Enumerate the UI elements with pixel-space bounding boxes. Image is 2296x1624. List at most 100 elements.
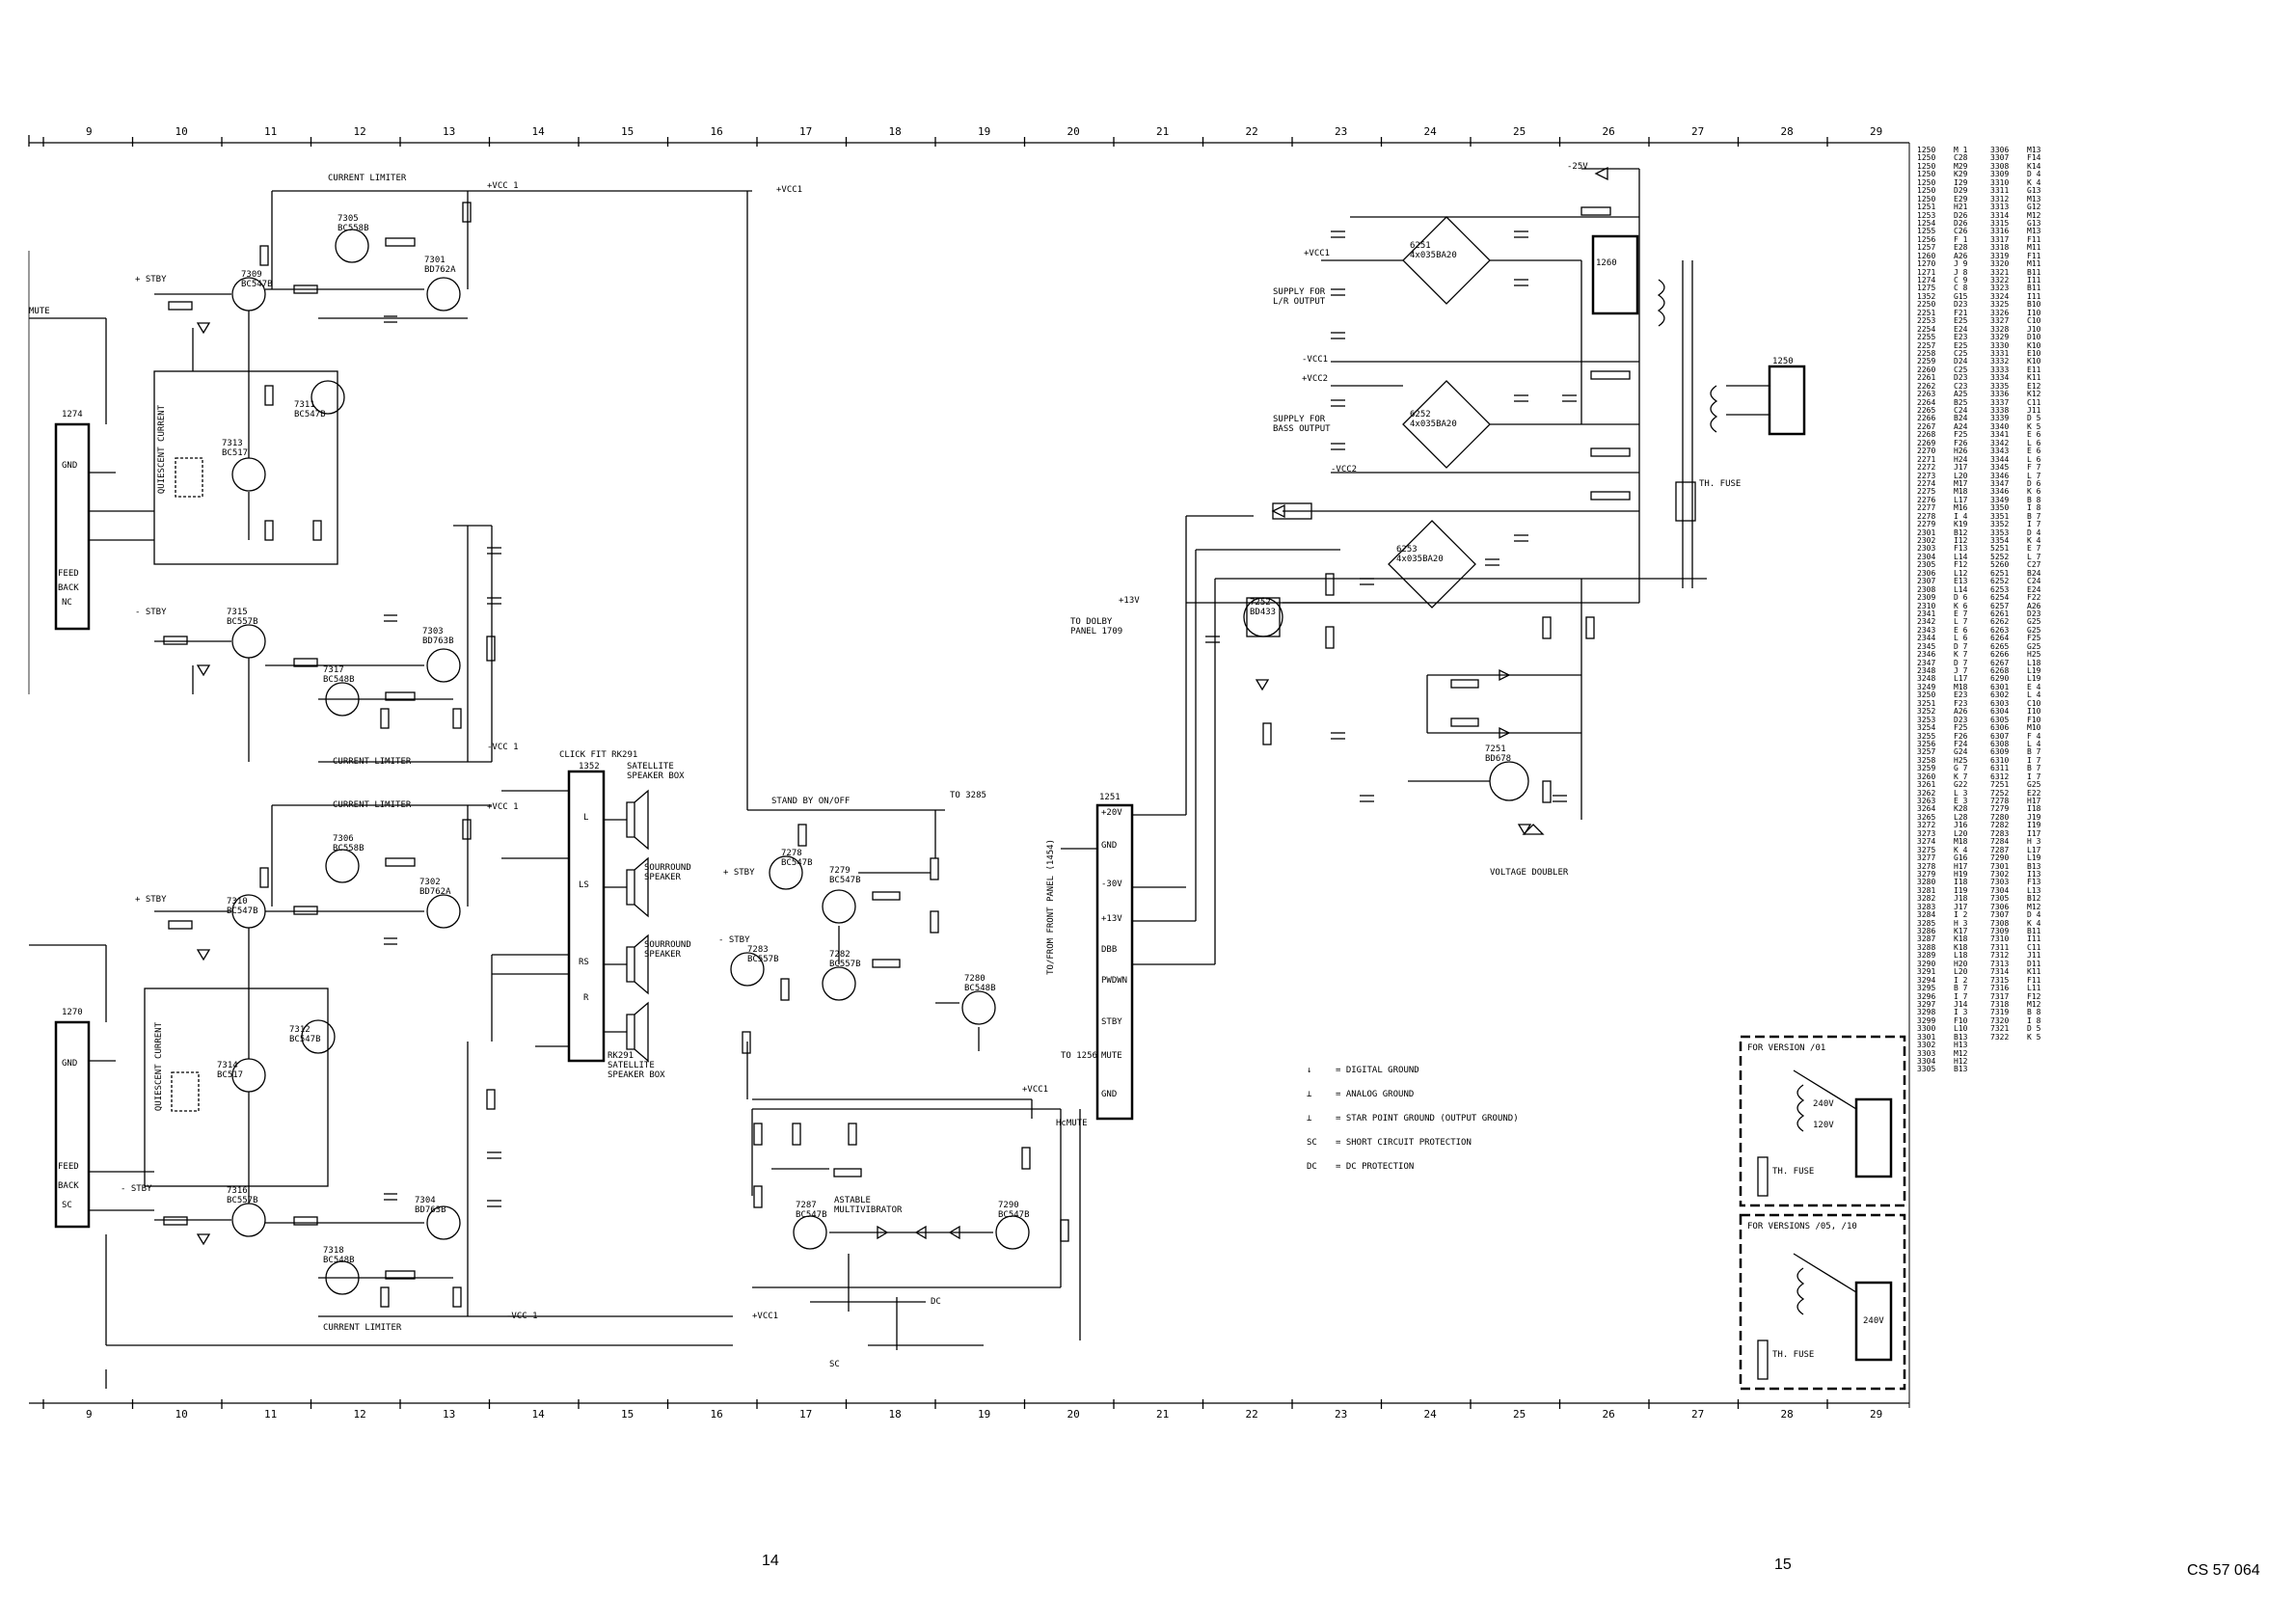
parts-cell: K 7 xyxy=(1954,650,1968,660)
parts-cell: 3334 xyxy=(1990,373,2010,383)
parts-cell: J11 xyxy=(2027,406,2041,415)
connector-1251-pin: PWDWN xyxy=(1101,976,1128,986)
parts-cell: I 7 xyxy=(2027,771,2041,781)
parts-cell: 6311 xyxy=(1990,764,2010,773)
parts-cell: 3260 xyxy=(1917,771,1936,781)
parts-cell: D23 xyxy=(1954,373,1968,383)
parts-cell: 2271 xyxy=(1917,454,1936,464)
parts-cell: C11 xyxy=(2027,397,2041,407)
parts-cell: 2345 xyxy=(1917,641,1936,651)
parts-cell: B 7 xyxy=(2027,747,2041,757)
label-gnd-lower: GND xyxy=(62,1059,78,1069)
parts-cell: J19 xyxy=(2027,812,2041,822)
parts-cell: 2264 xyxy=(1917,397,1936,407)
parts-cell: K 5 xyxy=(2027,1032,2041,1042)
parts-cell: F12 xyxy=(2027,991,2041,1001)
label-stby-lower: + STBY xyxy=(135,895,167,905)
label-voltage-doubler: VOLTAGE DOUBLER xyxy=(1490,868,1569,878)
parts-cell: 6253 xyxy=(1990,584,2010,594)
parts-cell: M 1 xyxy=(1954,146,1968,154)
ruler-top-label: 16 xyxy=(710,125,723,138)
parts-cell: G25 xyxy=(2027,780,2041,790)
parts-cell: 3337 xyxy=(1990,397,2010,407)
parts-cell: 7312 xyxy=(1990,951,2010,961)
ruler-bottom-label: 29 xyxy=(1870,1408,1883,1421)
ruler-bottom-label: 11 xyxy=(264,1408,278,1421)
parts-cell: E25 xyxy=(1954,340,1968,350)
parts-cell: 2343 xyxy=(1917,625,1936,635)
label-to-front-panel: TO/FROM FRONT PANEL (1454) xyxy=(1046,839,1056,975)
parts-cell: C10 xyxy=(2027,316,2041,326)
label-stby-minus-upper: - STBY xyxy=(135,608,167,617)
parts-cell: 7313 xyxy=(1990,959,2010,968)
parts-cell: 2255 xyxy=(1917,333,1936,342)
parts-cell: 3255 xyxy=(1917,731,1936,741)
parts-cell: D11 xyxy=(2027,959,2041,968)
parts-cell: K 4 xyxy=(1954,845,1968,854)
parts-cell: G16 xyxy=(1954,853,1968,863)
parts-cell: K 7 xyxy=(1954,771,1968,781)
parts-cell: G13 xyxy=(2027,218,2041,228)
connector-1251-pin: -30V xyxy=(1101,880,1122,889)
parts-cell: 2278 xyxy=(1917,511,1936,521)
parts-cell: I 4 xyxy=(1954,511,1968,521)
parts-cell: 3249 xyxy=(1917,682,1936,691)
ruler-bottom-label: 20 xyxy=(1067,1408,1080,1421)
parts-cell: F10 xyxy=(2027,715,2041,724)
parts-cell: C11 xyxy=(2027,942,2041,952)
parts-cell: 3327 xyxy=(1990,316,2010,326)
parts-cell: 6305 xyxy=(1990,715,2010,724)
parts-cell: E 6 xyxy=(2027,447,2041,456)
parts-cell: 2308 xyxy=(1917,584,1936,594)
parts-cell xyxy=(2027,1050,2056,1058)
ruler-top-label: 9 xyxy=(86,125,93,138)
parts-cell: 7278 xyxy=(1990,797,2010,805)
parts-cell: 7322 xyxy=(1990,1032,2010,1042)
parts-cell: 7315 xyxy=(1990,975,2010,985)
parts-cell: L 4 xyxy=(2027,690,2041,700)
parts-cell: H24 xyxy=(1954,454,1968,464)
parts-cell: M18 xyxy=(1954,487,1968,497)
parts-cell: L18 xyxy=(1954,951,1968,961)
parts-cell: 6302 xyxy=(1990,690,2010,700)
parts-cell: 6306 xyxy=(1990,723,2010,733)
parts-cell: 3329 xyxy=(1990,333,2010,342)
parts-cell: L 7 xyxy=(2027,552,2041,561)
parts-cell: 7308 xyxy=(1990,918,2010,928)
parts-cell: K29 xyxy=(1954,170,1968,179)
parts-cell: C26 xyxy=(1954,227,1968,236)
parts-cell: 3307 xyxy=(1990,153,2010,163)
ruler-top-label: 28 xyxy=(1780,125,1794,138)
parts-cell: E12 xyxy=(2027,381,2041,391)
parts-cell: K 5 xyxy=(2027,421,2041,431)
parts-cell: E29 xyxy=(1954,194,1968,203)
parts-cell: C25 xyxy=(1954,365,1968,374)
parts-cell: 7310 xyxy=(1990,934,2010,944)
connector-1270-label: 1270 xyxy=(62,1008,83,1017)
parts-cell: 3248 xyxy=(1917,674,1936,684)
parts-cell: B10 xyxy=(2027,300,2041,310)
parts-cell: 3294 xyxy=(1917,975,1936,985)
parts-cell: E 6 xyxy=(2027,430,2041,440)
parts-cell: 6307 xyxy=(1990,731,2010,741)
parts-cell: 3291 xyxy=(1917,967,1936,977)
